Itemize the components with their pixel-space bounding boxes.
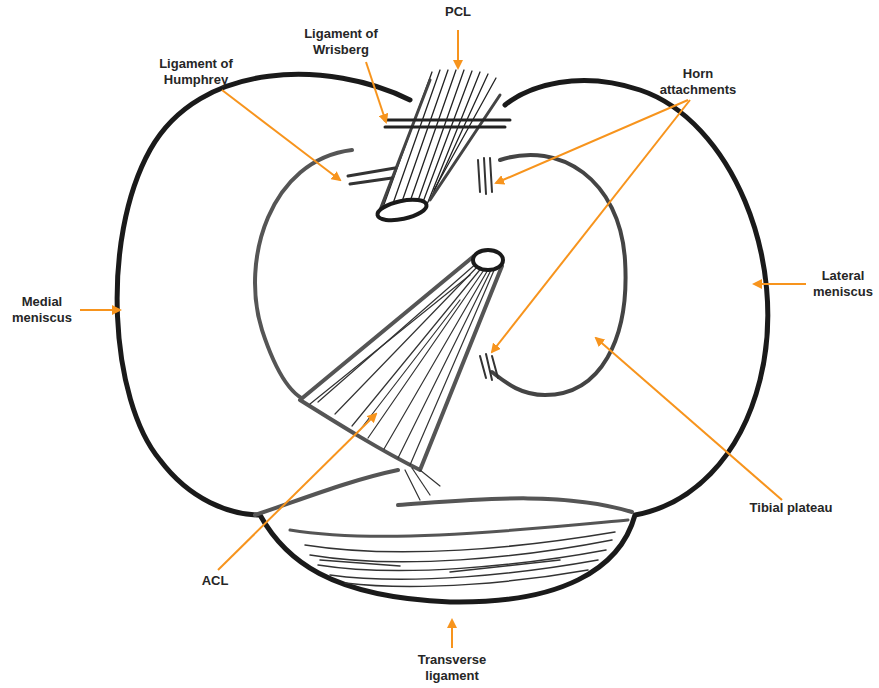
part-label: Ligament of Humphrey [148,56,244,88]
part-label: Transverse ligament [392,652,512,684]
part-label: Horn attachments [646,66,750,98]
part-label: Tibial plateau [736,500,846,516]
part-label: PCL [428,4,488,20]
part-label: Lateral meniscus [810,268,876,300]
part-label: Ligament of Wrisberg [296,26,386,58]
part-label: Medial meniscus [6,294,78,326]
part-label: ACL [188,573,242,589]
